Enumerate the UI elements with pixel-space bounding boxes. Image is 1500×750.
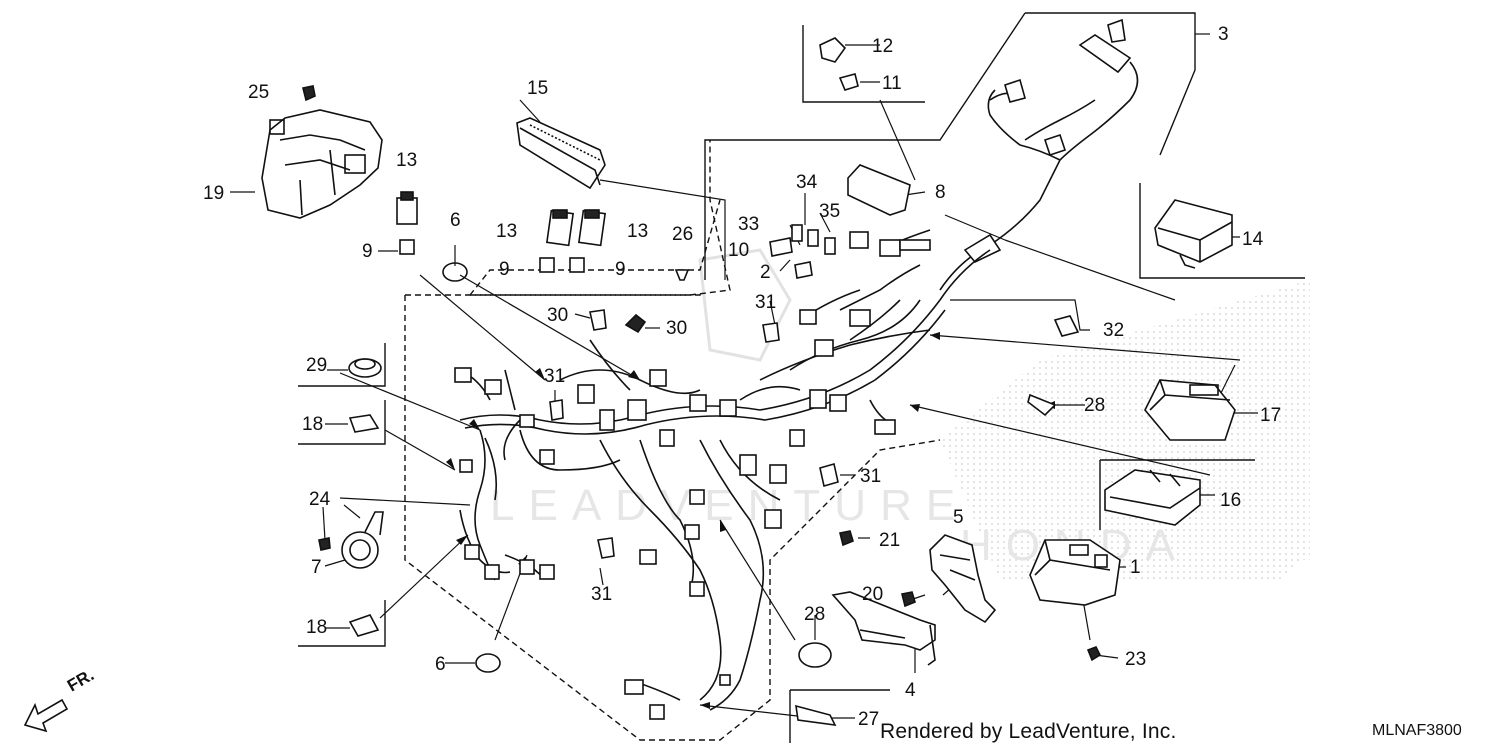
callout-11: 11 <box>882 73 902 94</box>
callout-28b: 28 <box>804 604 825 625</box>
watermark-logo: LEADVENTURE HONDA <box>490 248 1175 570</box>
part-19-cover <box>261 109 383 219</box>
part-12-11-connectors <box>819 37 859 91</box>
callout-1: 1 <box>1130 557 1141 578</box>
callout-24: 24 <box>309 489 331 510</box>
callout-9b: 9 <box>499 259 510 280</box>
part-main-harness <box>459 229 991 711</box>
part-17-module <box>1144 379 1236 441</box>
part-20-bolt <box>901 591 916 608</box>
part-21-bolt <box>839 530 854 547</box>
callout-5: 5 <box>953 507 964 528</box>
callout-34: 34 <box>796 172 818 193</box>
callout-31a: 31 <box>755 292 776 313</box>
callout-14: 14 <box>1242 229 1264 250</box>
callout-6b: 6 <box>435 654 446 675</box>
diagram-code: MLNAF3800 <box>1372 722 1462 739</box>
part-28-bands <box>798 393 1057 668</box>
part-26-screw <box>674 269 690 281</box>
callout-13b: 13 <box>496 221 517 242</box>
part-5-bracket <box>929 534 997 624</box>
callout-6a: 6 <box>450 210 461 231</box>
callout-18a: 18 <box>302 414 323 435</box>
parts <box>261 18 1236 726</box>
group-bracket-lines <box>298 12 1305 743</box>
callout-23: 23 <box>1125 649 1146 670</box>
callout-30a: 30 <box>547 305 568 326</box>
callout-20: 20 <box>862 584 883 605</box>
callout-3: 3 <box>1218 24 1229 45</box>
part-16-module <box>1104 469 1201 526</box>
callout-31d: 31 <box>591 584 612 605</box>
callout-12: 12 <box>872 36 893 57</box>
part-6-clips <box>442 262 501 673</box>
callout-13a: 13 <box>396 150 417 171</box>
callout-21: 21 <box>879 530 900 551</box>
part-29-grommet <box>348 358 382 378</box>
callout-29: 29 <box>306 355 327 376</box>
callout-labels: 1 2 3 4 5 6 6 7 8 9 9 9 10 11 12 13 13 1… <box>203 24 1281 730</box>
callout-26: 26 <box>672 224 693 245</box>
callout-8: 8 <box>935 182 946 203</box>
background-shading <box>940 280 1310 580</box>
part-13-relays <box>396 191 607 247</box>
callout-33: 33 <box>738 214 759 235</box>
callout-28a: 28 <box>1084 395 1105 416</box>
part-1-control-unit <box>1029 539 1121 606</box>
callout-31b: 31 <box>544 366 565 387</box>
rendered-by-credit: Rendered by LeadVenture, Inc. <box>880 720 1177 743</box>
callout-17: 17 <box>1260 405 1281 426</box>
part-8-fuse-cover <box>847 164 911 216</box>
part-32-connector <box>1053 315 1080 337</box>
svg-text:LEADVENTURE: LEADVENTURE <box>490 481 969 530</box>
callout-4: 4 <box>905 680 916 701</box>
part-4-stay <box>831 591 936 666</box>
part-small-connectors <box>769 224 836 279</box>
part-3-sub-harness <box>939 18 1139 291</box>
part-15-relay-panel <box>516 117 606 190</box>
callout-13c: 13 <box>627 221 648 242</box>
part-7-horn <box>341 511 384 569</box>
front-arrow-icon <box>23 698 69 733</box>
callout-32: 32 <box>1103 320 1124 341</box>
callout-27: 27 <box>858 709 879 730</box>
callout-9c: 9 <box>615 259 626 280</box>
part-23-bolt <box>1086 645 1102 662</box>
callout-31c: 31 <box>860 466 881 487</box>
part-9-relays <box>399 239 585 273</box>
callout-2: 2 <box>760 262 771 283</box>
callout-19: 19 <box>203 183 224 204</box>
part-main-harness-connectors <box>454 231 931 720</box>
callout-25: 25 <box>248 82 269 103</box>
part-24-bolt <box>318 537 331 551</box>
part-27-band <box>795 704 837 726</box>
part-30-clips <box>589 309 647 334</box>
callout-9a: 9 <box>362 241 373 262</box>
callout-15: 15 <box>527 78 548 99</box>
leader-lines <box>230 33 1258 719</box>
callout-35: 35 <box>819 201 840 222</box>
callout-30b: 30 <box>666 318 687 339</box>
part-31-clips <box>549 322 839 559</box>
callout-18b: 18 <box>306 617 327 638</box>
callout-16: 16 <box>1220 490 1241 511</box>
part-18-clamps <box>348 414 380 637</box>
part-25-bolt <box>302 85 316 102</box>
callout-7: 7 <box>311 557 322 578</box>
part-14-module <box>1154 199 1233 269</box>
callout-10: 10 <box>728 240 749 261</box>
